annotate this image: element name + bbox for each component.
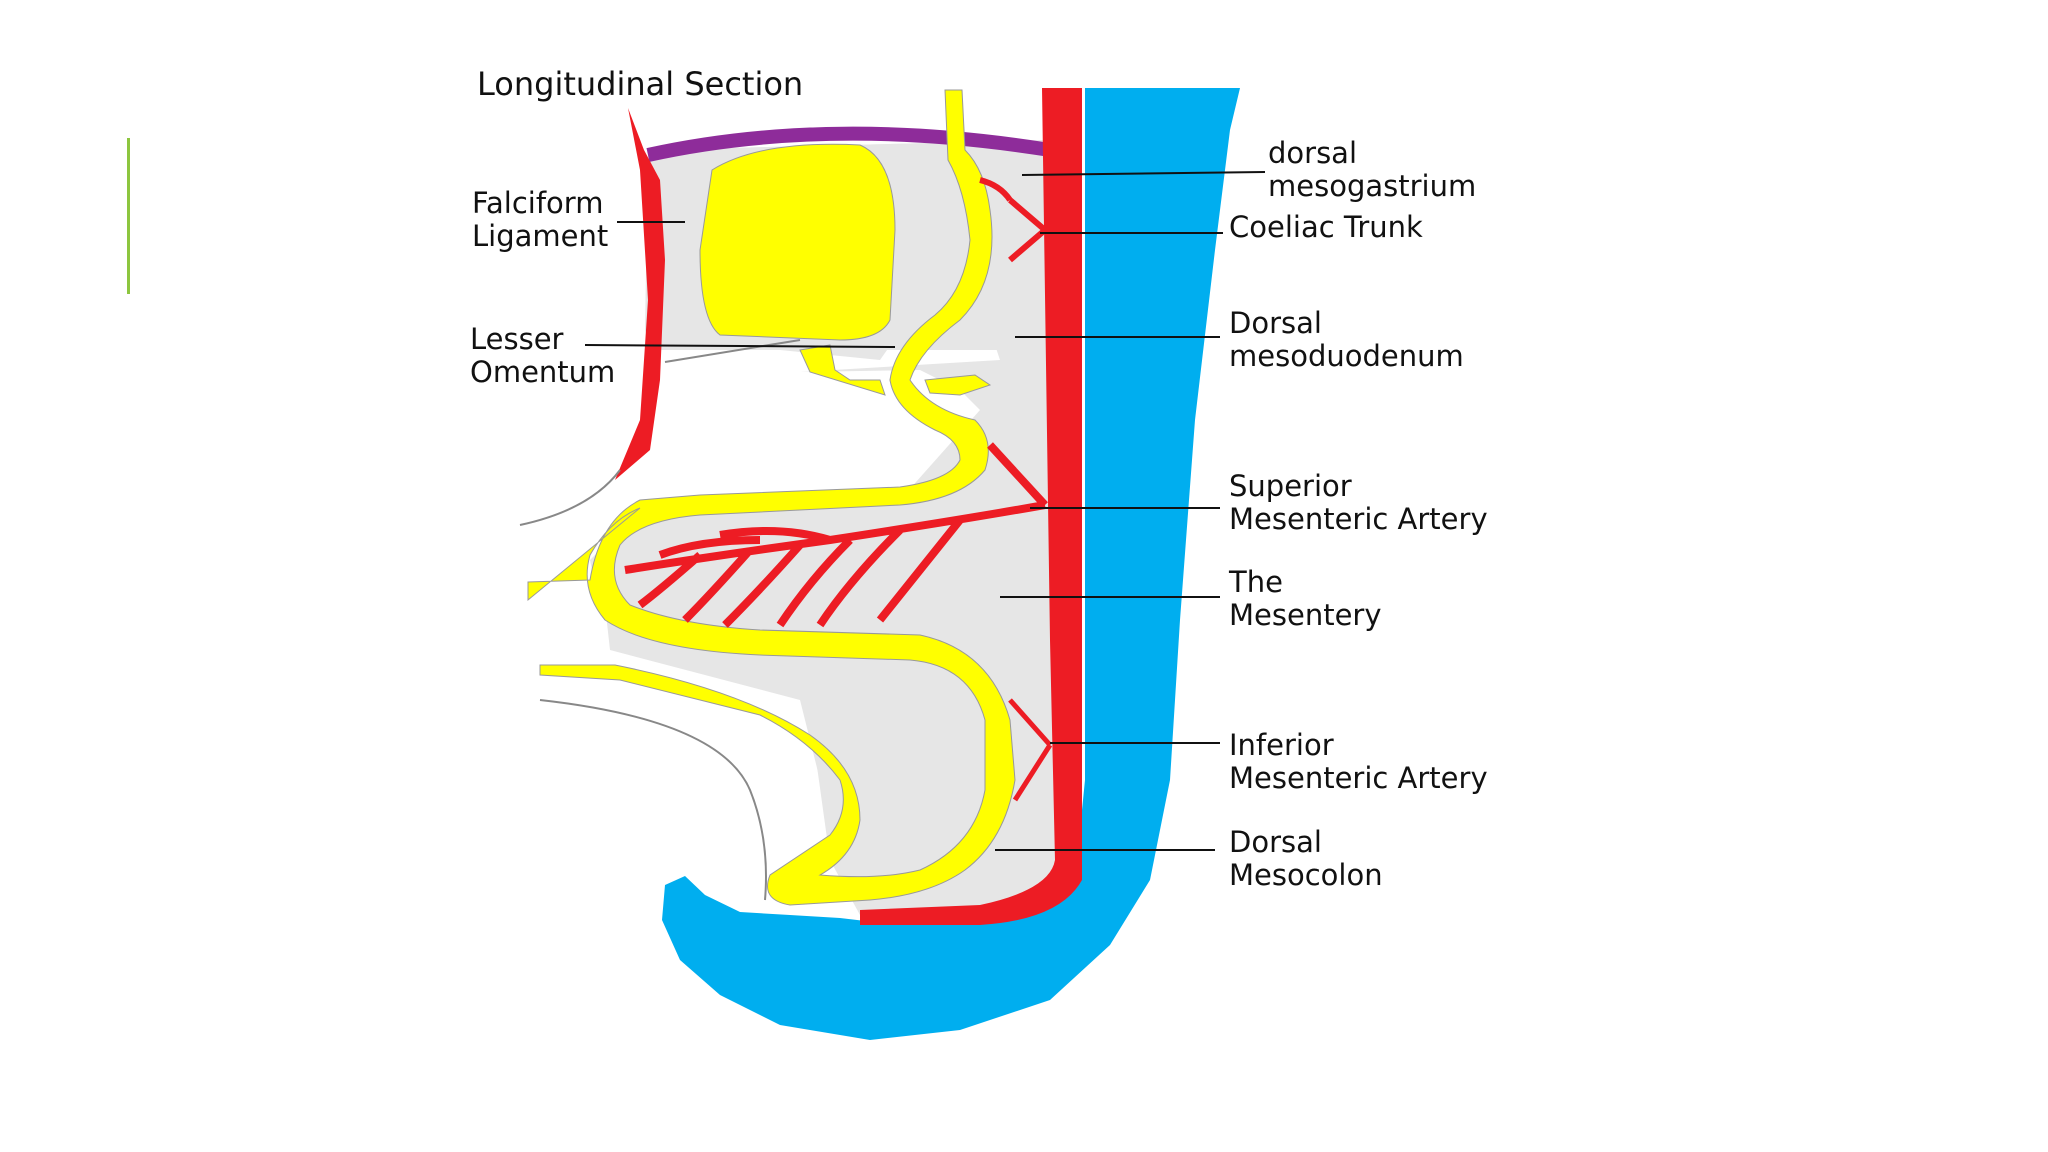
leader-dorsal-mesogastrium: [1021, 171, 1266, 176]
lesser-omentum-line: [664, 339, 801, 363]
superior-mesenteric-artery: [624, 442, 1048, 628]
label-inferior-mesenteric-artery: Inferior Mesenteric Artery: [1229, 728, 1488, 795]
label-lesser-omentum: Lesser Omentum: [470, 322, 616, 389]
peritoneum-line: [646, 126, 1052, 162]
leader-lesser-omentum: [584, 344, 896, 348]
label-the-mesentery: The Mesentery: [1229, 565, 1382, 632]
ventral-mesentery-line: [519, 469, 621, 526]
label-dorsal-mesocolon: Dorsal Mesocolon: [1229, 825, 1383, 892]
diagram-title: Longitudinal Section: [477, 65, 804, 103]
aorta: [860, 88, 1082, 925]
accent-bar: [127, 138, 130, 294]
lower-peritoneum-line: [539, 699, 767, 901]
label-dorsal-mesoduodenum: Dorsal mesoduodenum: [1229, 306, 1464, 373]
label-coeliac-trunk: Coeliac Trunk: [1229, 210, 1423, 244]
label-dorsal-mesogastrium: dorsal mesogastrium: [1268, 136, 1477, 203]
inferior-mesenteric-artery: [1008, 698, 1053, 802]
falciform-band: [615, 108, 665, 480]
pancreas-bud: [799, 344, 886, 396]
mesentery-lower: [600, 520, 1060, 930]
pancreas-ventral: [924, 374, 992, 396]
label-superior-mesenteric-artery: Superior Mesenteric Artery: [1229, 469, 1488, 536]
label-falciform-ligament: Falciform Ligament: [472, 186, 609, 253]
stomach: [699, 143, 896, 341]
leader-lines: [584, 171, 1266, 851]
body-wall: [662, 88, 1240, 1040]
coeliac-trunk: [979, 177, 1047, 263]
esophagus: [527, 89, 1016, 906]
